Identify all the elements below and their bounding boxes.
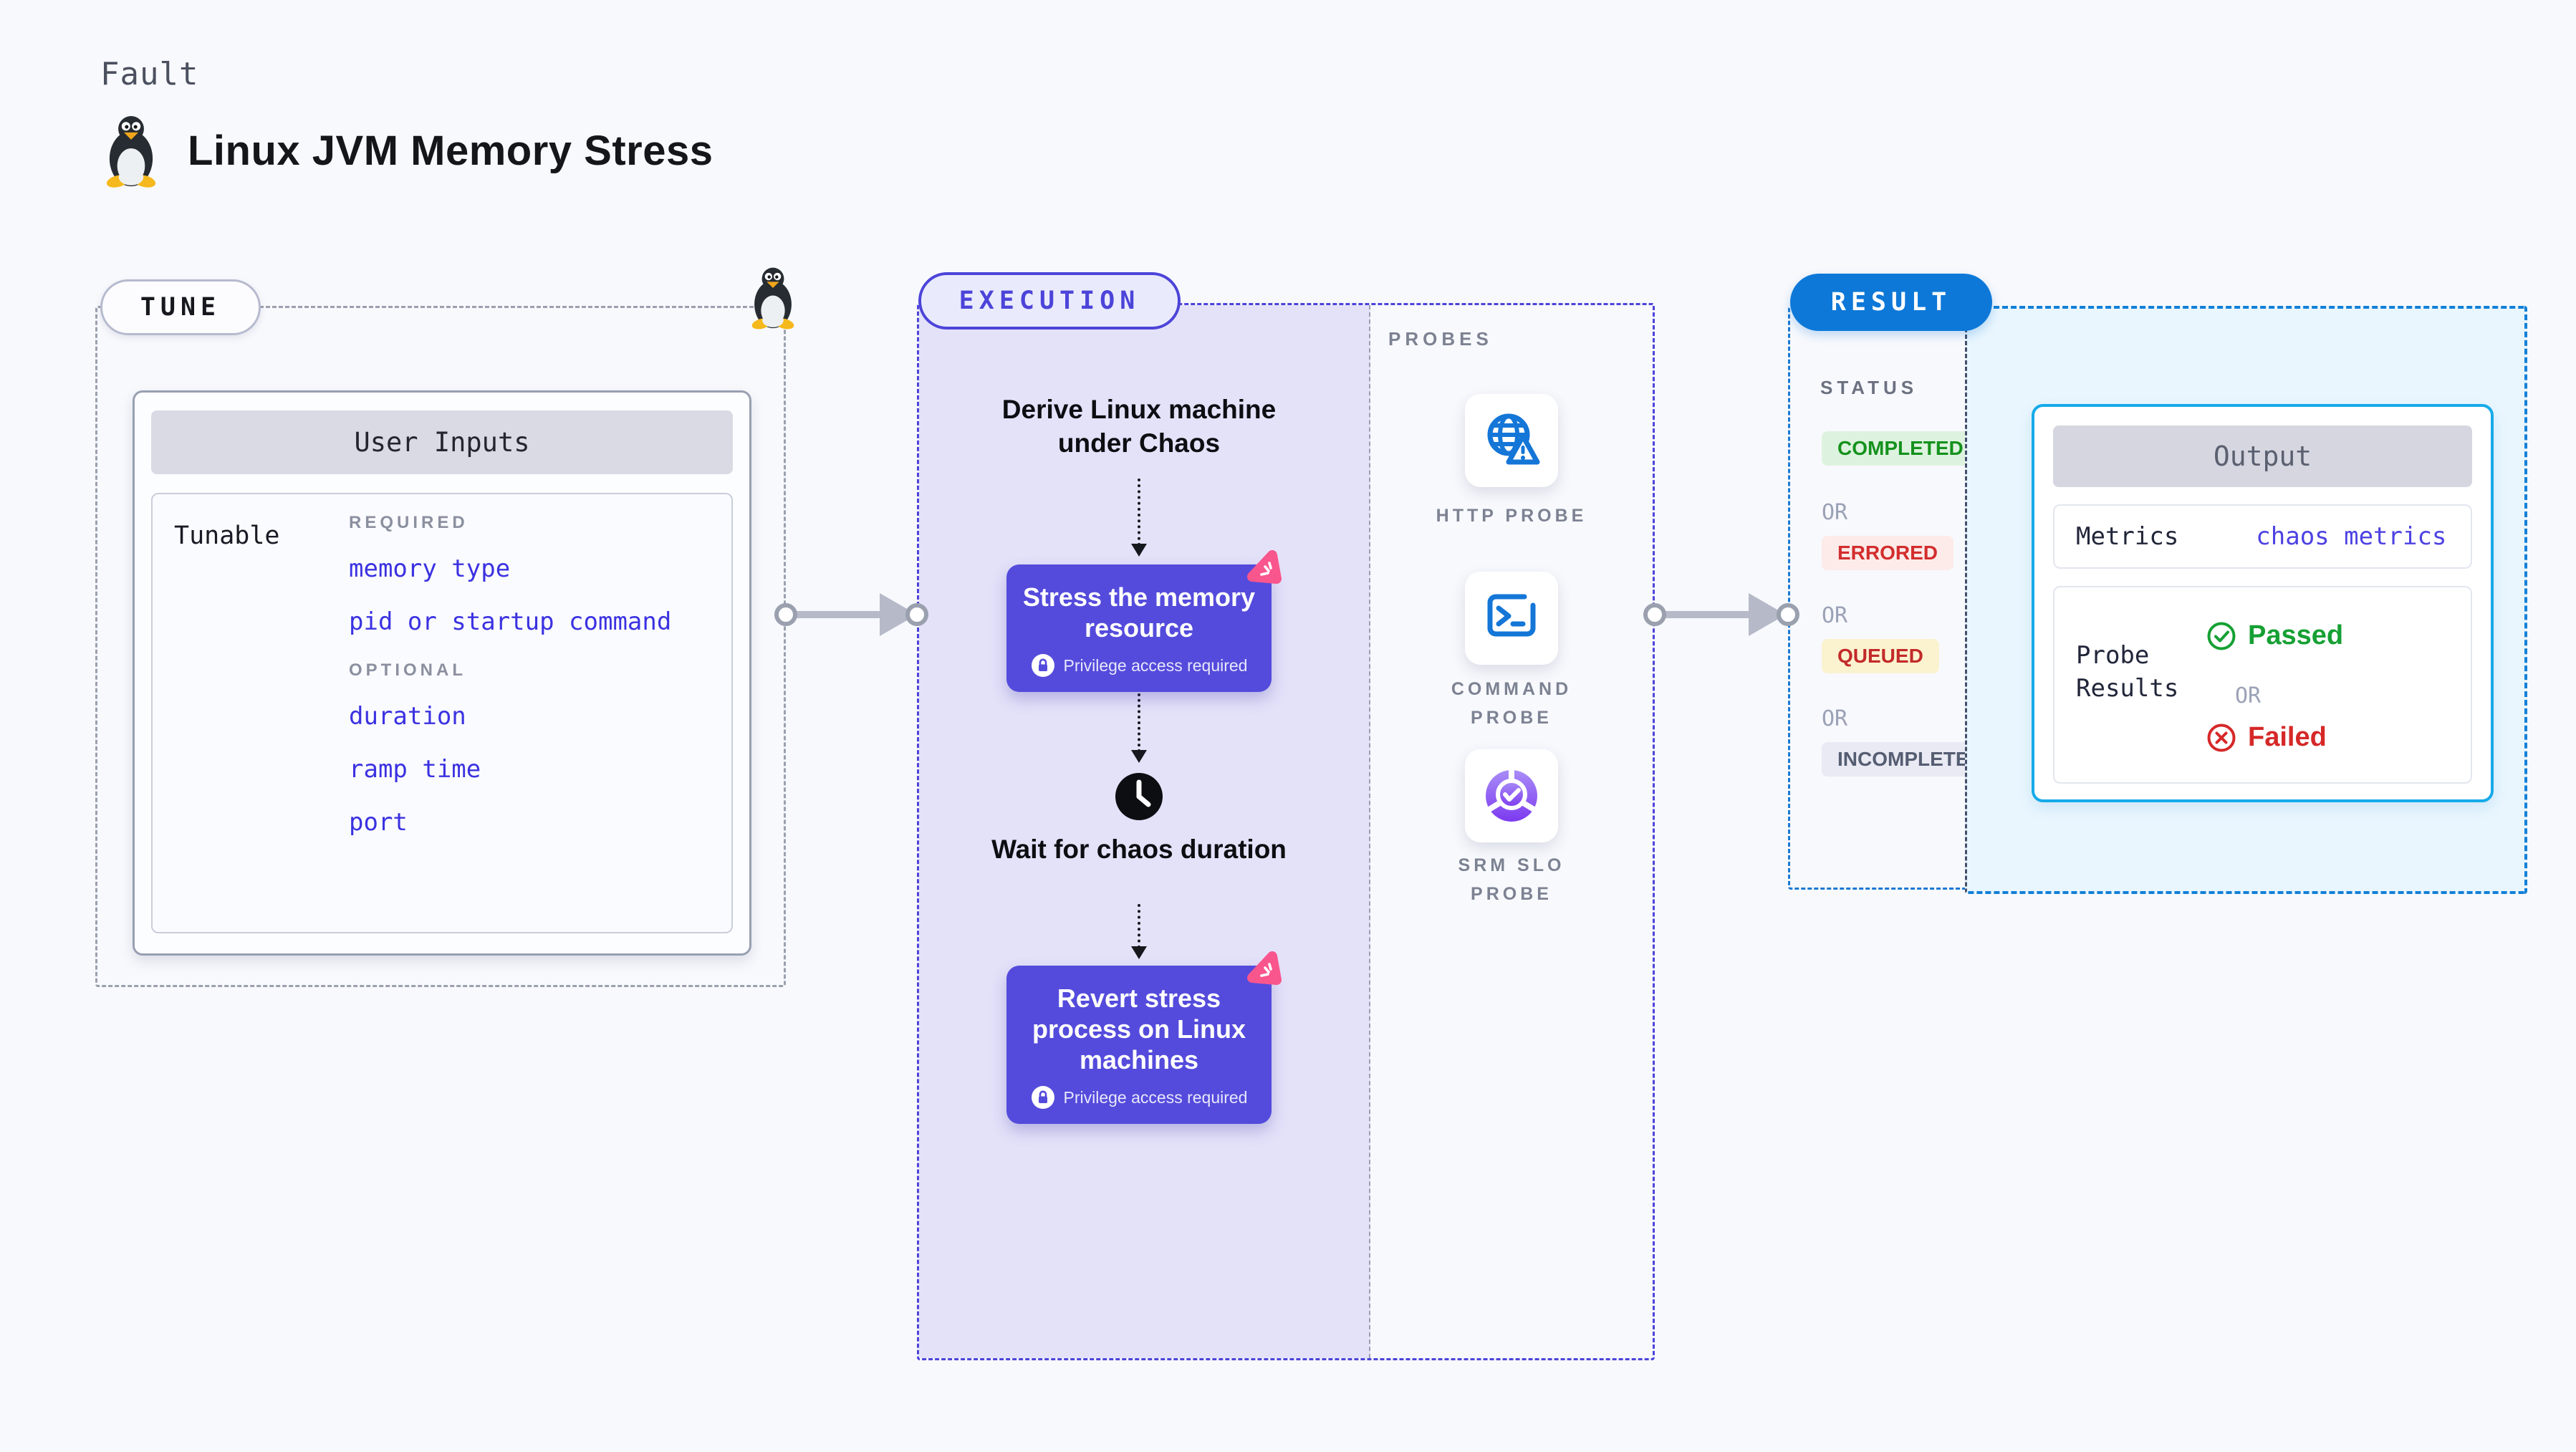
slo-donut-icon bbox=[1486, 769, 1537, 822]
connector-dot bbox=[774, 603, 797, 626]
down-arrow bbox=[1131, 904, 1147, 959]
down-arrow bbox=[1131, 693, 1147, 763]
check-circle-icon bbox=[2207, 622, 2236, 650]
x-circle-icon bbox=[2207, 723, 2236, 751]
tunable-label: Tunable bbox=[174, 521, 280, 550]
probes-panel: PROBES bbox=[1368, 305, 1653, 1358]
wait-step-label: Wait for chaos duration bbox=[991, 835, 1287, 864]
optional-label: OPTIONAL bbox=[349, 660, 466, 680]
probe-caption: COMMAND PROBE bbox=[1451, 679, 1572, 728]
probe-results-row: Probe Results Passed OR bbox=[2053, 586, 2472, 784]
tunable-item: pid or startup command bbox=[349, 607, 672, 636]
or-label: OR bbox=[1822, 706, 1848, 731]
metrics-label: Metrics bbox=[2076, 522, 2179, 551]
result-output-panel: Output Metrics chaos metrics Probe Resul… bbox=[1965, 306, 2527, 894]
node-title: Stress the memory resource bbox=[1022, 582, 1256, 643]
metrics-value: chaos metrics bbox=[2256, 522, 2447, 551]
lock-icon bbox=[1031, 654, 1054, 677]
probe-failed: Failed bbox=[2206, 722, 2327, 753]
fault-kicker: Fault bbox=[100, 56, 199, 92]
privilege-label: Privilege access required bbox=[1063, 1087, 1248, 1107]
user-inputs-card: User Inputs Tunable REQUIRED memory type… bbox=[133, 390, 751, 956]
privilege-label: Privilege access required bbox=[1063, 655, 1248, 675]
http-probe-card bbox=[1465, 394, 1558, 487]
required-label: REQUIRED bbox=[349, 513, 468, 532]
status-badge-completed: COMPLETED bbox=[1822, 431, 1979, 466]
srm-slo-probe-card bbox=[1465, 749, 1558, 842]
result-group: STATUS COMPLETED OR ERRORED OR QUEUED OR… bbox=[1788, 306, 2527, 894]
command-probe-card bbox=[1465, 572, 1558, 665]
execution-group: PROBES bbox=[917, 303, 1655, 1360]
tune-badge: TUNE bbox=[100, 279, 261, 335]
probe-results-label: Probe Results bbox=[2076, 641, 2179, 703]
down-arrow bbox=[1131, 479, 1147, 557]
probes-heading: PROBES bbox=[1388, 328, 1493, 350]
connector-dot bbox=[1777, 603, 1799, 626]
clock-icon bbox=[1115, 772, 1163, 821]
tunable-item: port bbox=[349, 808, 408, 837]
probe-caption: SRM SLO PROBE bbox=[1458, 855, 1565, 904]
linux-tux-icon bbox=[106, 115, 156, 188]
privilege-row: Privilege access required bbox=[1021, 653, 1257, 678]
revert-stress-node: Revert stress process on Linux machines … bbox=[1006, 951, 1282, 1124]
passed-label: Passed bbox=[2248, 620, 2344, 650]
tunable-item: ramp time bbox=[349, 755, 481, 784]
page-header: Linux JVM Memory Stress bbox=[100, 113, 713, 188]
or-label: OR bbox=[2235, 683, 2262, 708]
lock-icon bbox=[1031, 1086, 1054, 1109]
page-title: Linux JVM Memory Stress bbox=[188, 127, 713, 174]
connector-dot bbox=[905, 603, 928, 626]
failed-label: Failed bbox=[2248, 722, 2327, 752]
node-title: Revert stress process on Linux machines bbox=[1032, 984, 1246, 1074]
tune-group: User Inputs Tunable REQUIRED memory type… bbox=[95, 306, 786, 987]
linux-tux-icon bbox=[751, 267, 794, 330]
tunables-list: REQUIRED memory type pid or startup comm… bbox=[349, 513, 671, 861]
derive-step-label: Derive Linux machine under Chaos bbox=[1001, 395, 1277, 458]
result-badge: RESULT bbox=[1790, 274, 1992, 331]
execution-badge: EXECUTION bbox=[918, 272, 1181, 330]
connector-dot bbox=[1643, 603, 1666, 626]
chaos-experiment-icon bbox=[1247, 951, 1282, 985]
status-badge-queued: QUEUED bbox=[1822, 639, 1939, 673]
execution-flow-panel bbox=[919, 305, 1370, 1358]
privilege-row: Privilege access required bbox=[1021, 1085, 1257, 1110]
tunable-item: memory type bbox=[349, 554, 511, 583]
or-label: OR bbox=[1822, 603, 1848, 628]
terminal-icon bbox=[1487, 594, 1536, 637]
globe-warning-icon bbox=[1487, 413, 1540, 465]
metrics-row: Metrics chaos metrics bbox=[2053, 504, 2472, 569]
user-inputs-body: Tunable REQUIRED memory type pid or star… bbox=[151, 493, 733, 933]
status-heading: STATUS bbox=[1820, 377, 1918, 398]
probe-passed: Passed bbox=[2206, 620, 2343, 651]
stress-memory-node: Stress the memory resource Privilege acc… bbox=[1006, 550, 1282, 692]
output-title: Output bbox=[2053, 425, 2472, 487]
chaos-experiment-icon bbox=[1247, 550, 1282, 584]
tunable-item: duration bbox=[349, 702, 466, 731]
user-inputs-title: User Inputs bbox=[151, 410, 733, 474]
probe-caption: HTTP PROBE bbox=[1436, 506, 1587, 526]
or-label: OR bbox=[1822, 500, 1848, 525]
output-card: Output Metrics chaos metrics Probe Resul… bbox=[2032, 404, 2494, 802]
status-badge-errored: ERRORED bbox=[1822, 536, 1954, 570]
